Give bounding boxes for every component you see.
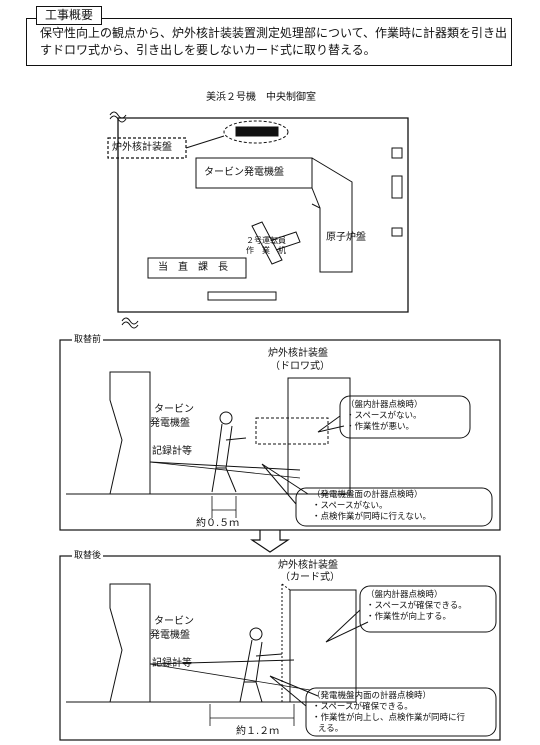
before-bubble1-title: （盤内計器点検時） xyxy=(346,400,423,410)
before-tag: 取替前 xyxy=(72,334,104,346)
turbine-panel-label: タービン発電機盤 xyxy=(204,167,284,178)
after-bubble1-line1: ・スペースが確保できる。 xyxy=(366,601,467,611)
before-panel-type: （ドロワ式） xyxy=(270,361,330,372)
before-panel-title: 炉外核計装盤 xyxy=(268,348,328,359)
after-tag: 取替後 xyxy=(72,550,104,562)
before-distance: 約０.５ｍ xyxy=(196,518,240,529)
before-recorder-label: 記録計等 xyxy=(152,446,192,457)
after-bubble2-line2: ・作業性が向上し、点検作業が同時に行 xyxy=(312,713,466,723)
before-bubble1-line2: ・作業性が悪い。 xyxy=(346,422,415,432)
before-bubble2-line2: ・点検作業が同時に行えない。 xyxy=(312,512,432,522)
summary-text: 保守性向上の観点から、炉外核計装装置測定処理部について、作業時に計器類を引き出す… xyxy=(40,26,508,57)
summary-tag: 工事概要 xyxy=(36,6,102,25)
before-bubble2-line1: ・スペースがない。 xyxy=(312,501,388,511)
before-bubble1-line1: ・スペースがない。 xyxy=(346,411,422,421)
transition-arrow xyxy=(250,530,290,553)
plan-title: 美浜２号機 中央制御室 xyxy=(206,92,316,103)
after-panel-title: 炉外核計装盤 xyxy=(278,560,338,571)
before-bubble2-title: （発電機盤面の計器点検時） xyxy=(312,490,423,500)
operator-desk-label-1: ２号運転員 xyxy=(246,236,286,245)
after-drawing xyxy=(59,555,501,741)
before-turbine-label-2: 発電機盤 xyxy=(150,418,190,429)
reactor-panel-label: 原子炉盤 xyxy=(326,232,366,243)
after-bubble2-line3: える。 xyxy=(318,724,344,734)
after-turbine-label-2: 発電機盤 xyxy=(150,630,190,641)
after-bubble1-title: （盤内計器点検時） xyxy=(366,590,443,600)
before-turbine-label-1: タービン xyxy=(154,404,194,415)
after-recorder-label: 記録計等 xyxy=(152,658,192,669)
before-drawing xyxy=(59,339,501,531)
after-distance: 約１.２ｍ xyxy=(236,726,280,737)
after-panel-type: （カード式） xyxy=(280,572,340,583)
excore-panel-label: 炉外核計装盤 xyxy=(112,142,172,153)
after-bubble2-title: （発電機盤内面の計器点検時） xyxy=(312,691,432,701)
operator-desk-label-2: 作 業 机 xyxy=(246,246,286,255)
after-turbine-label-1: タービン xyxy=(154,616,194,627)
chief-desk-label: 当 直 課 長 xyxy=(158,262,228,273)
after-bubble2-line1: ・スペースが確保できる。 xyxy=(312,702,413,712)
summary-box xyxy=(26,18,512,66)
control-room-plan xyxy=(107,111,409,329)
after-bubble1-line2: ・作業性が向上する。 xyxy=(366,612,452,622)
